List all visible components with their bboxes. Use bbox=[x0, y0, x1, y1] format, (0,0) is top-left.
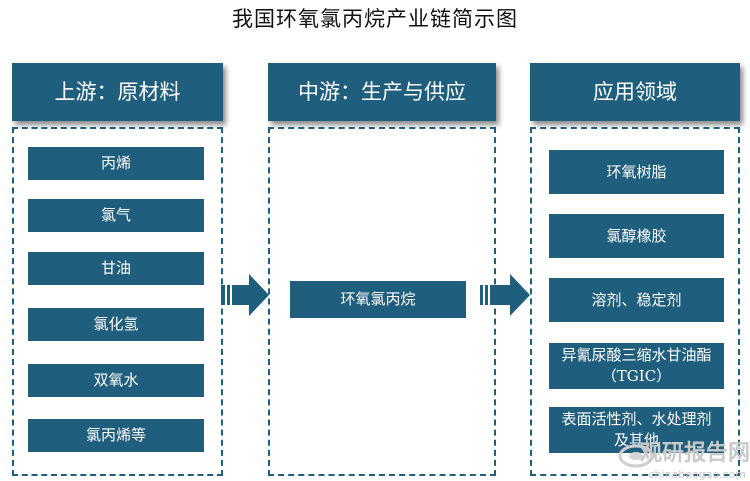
diagram-title: 我国环氧氯丙烷产业链简示图 bbox=[232, 7, 518, 31]
applications-header: 应用领域 bbox=[530, 63, 740, 121]
upstream-item-chlorine: 氯气 bbox=[28, 199, 204, 232]
applications-panel bbox=[530, 127, 740, 476]
flow-arrow-midstream-to-applications bbox=[480, 274, 530, 316]
watermark-text: 观研报告网 bbox=[639, 441, 750, 466]
upstream-item-hydrogen-chloride: 氯化氢 bbox=[28, 308, 204, 341]
upstream-header: 上游：原材料 bbox=[12, 63, 223, 121]
upstream-item-allyl-chloride: 氯丙烯等 bbox=[28, 419, 204, 452]
watermark-url: chinabaogao.com bbox=[648, 468, 747, 481]
midstream-header: 中游：生产与供应 bbox=[268, 63, 496, 121]
upstream-item-glycerol: 甘油 bbox=[28, 252, 204, 285]
application-item-solvent-stabilizer: 溶剂、稳定剂 bbox=[549, 278, 724, 322]
application-item-epichlorohydrin-rubber: 氯醇橡胶 bbox=[549, 214, 724, 258]
flow-arrow-upstream-to-midstream bbox=[221, 274, 269, 316]
upstream-item-propylene: 丙烯 bbox=[28, 147, 204, 180]
application-item-epoxy-resin: 环氧树脂 bbox=[549, 150, 724, 194]
upstream-item-hydrogen-peroxide: 双氧水 bbox=[28, 364, 204, 397]
midstream-item-epichlorohydrin: 环氧氯丙烷 bbox=[290, 281, 466, 318]
watermark-logo-icon bbox=[618, 444, 654, 468]
application-item-tgic: 异氰尿酸三缩水甘油酯（TGIC） bbox=[549, 343, 724, 389]
